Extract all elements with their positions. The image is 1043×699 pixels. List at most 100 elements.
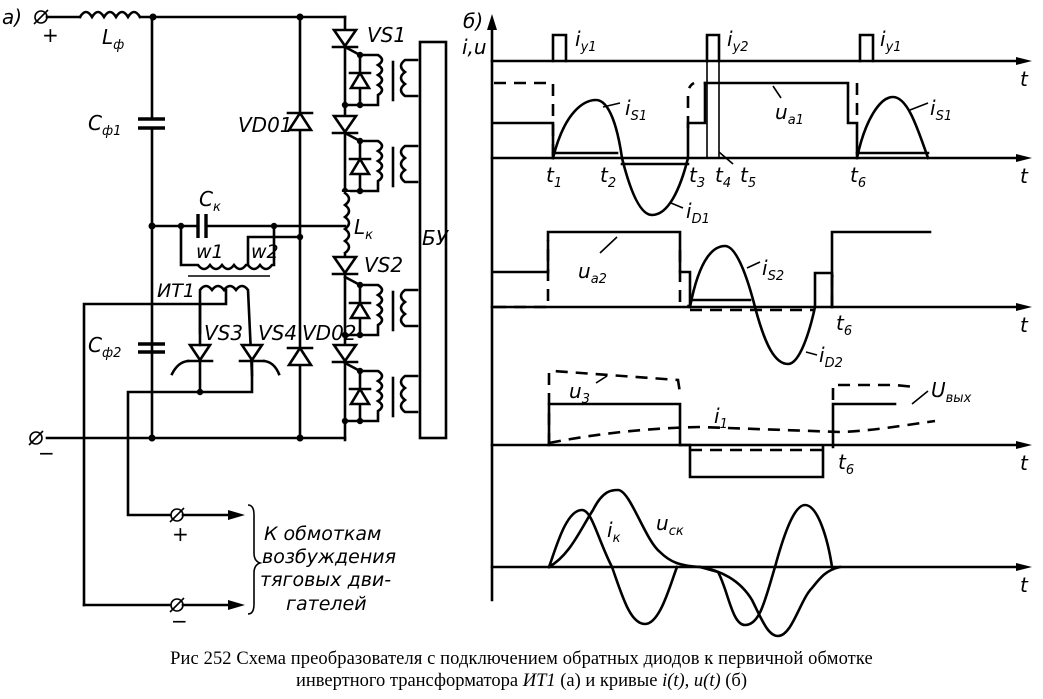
x-axis-label-3: t (1020, 313, 1029, 337)
label-iy1-b: iу1 (880, 27, 902, 55)
series-dashed-upper (494, 81, 555, 158)
panel-vs1: iS1 iD1 uа1 iS1 t1 t2 t3 t4 t5 t6 (492, 61, 952, 227)
x-axis-label-5: t (1020, 573, 1029, 597)
tick-t4: t4 (715, 163, 731, 191)
pulse-iy2 (705, 33, 721, 63)
terminal-minus-label: − (38, 441, 55, 465)
time-axis-arrow-1 (1016, 57, 1032, 65)
tick-t5: t5 (740, 163, 756, 191)
panel-output: u3 i1 Uвых t6 (547, 369, 972, 479)
output-plus-label: + (172, 522, 189, 546)
label-ua2: uа2 (578, 259, 607, 287)
panel-commutation: iк uск (547, 488, 842, 638)
tick-t3: t3 (689, 163, 705, 191)
series-uvyh-neg (678, 443, 825, 479)
time-axis-arrow-4 (1016, 441, 1032, 449)
output-note-line-1: К обмоткам (264, 523, 381, 545)
commutation-inductor (342, 191, 351, 255)
cf2-label: Cф2 (88, 333, 121, 361)
series-id2 (753, 305, 817, 366)
circuit-schematic: а) + Lф Cф1 Cф2 VD01 VD02 (2, 5, 450, 633)
output-minus-terminal: − (82, 597, 245, 633)
series-is1-b (855, 95, 930, 160)
label-uvyh: Uвых (931, 378, 972, 406)
output-brace (247, 504, 263, 615)
time-axis-arrow-3 (1016, 303, 1032, 311)
label-is1-b: iS1 (930, 96, 952, 124)
y-axis-label: i,u (462, 35, 487, 59)
control-block-bu (418, 40, 448, 440)
label-i1: i1 (714, 404, 728, 432)
x-axis-label-2: t (1020, 164, 1029, 188)
pulse-iy1-b (858, 33, 875, 63)
tick-t6-vs2: t6 (836, 311, 852, 339)
input-minus-terminal: − (28, 430, 55, 465)
series-i1 (548, 419, 936, 445)
vs4-label: VS4 (258, 321, 297, 345)
tick-t1: t1 (546, 163, 562, 191)
output-note: К обмоткам возбуждения тяговых дви- гате… (260, 523, 396, 615)
w1-label: w1 (196, 241, 224, 263)
series-ua1-left (492, 121, 555, 160)
pulse-iy1-a (551, 33, 568, 63)
figure-canvas: а) + Lф Cф1 Cф2 VD01 VD02 (2, 5, 1032, 638)
filter-inductor (78, 10, 142, 20)
label-iy2: iу2 (727, 27, 749, 55)
label-iy1-a: iу1 (575, 27, 597, 55)
label-is2: iS2 (762, 256, 784, 284)
label-id1: iD1 (686, 199, 710, 227)
lf-label: Lф (102, 25, 124, 53)
thyristor-vs1-group: VS1 (331, 23, 406, 135)
series-uvyh-a (547, 402, 682, 447)
label-id2: iD2 (819, 343, 843, 371)
label-ua1: uа1 (775, 100, 804, 128)
output-minus-label: − (171, 609, 188, 633)
input-plus-terminal: + (33, 9, 59, 47)
series-ik-2 (698, 503, 834, 627)
y-axis-arrow (487, 14, 497, 30)
w2-label: w2 (251, 241, 279, 263)
series-uvyh-b (831, 402, 897, 449)
panel-control-pulses: iу1 iу2 iу1 (551, 27, 902, 63)
output-note-line-3: тяговых дви- (260, 569, 391, 591)
time-axis-arrow-2 (1016, 154, 1032, 162)
tick-t6-output: t6 (838, 450, 854, 478)
panel-vs2: uа2 iS2 iD2 t6 (492, 230, 932, 371)
series-id1 (620, 156, 690, 217)
cf1-label: Cф1 (88, 111, 121, 139)
it1-label: ИТ1 (157, 280, 195, 302)
figure-caption: Рис 252 Схема преобразователя с подключе… (0, 648, 1043, 692)
series-uck-2 (698, 565, 842, 638)
x-axis-label-1: t (1020, 67, 1029, 91)
tick-t2: t2 (600, 163, 616, 191)
snubber-blocks (341, 45, 419, 425)
series-ua2 (492, 230, 692, 309)
series-ua1 (703, 81, 859, 160)
series-ik (547, 508, 679, 626)
vs1-label: VS1 (367, 23, 406, 47)
caption-line-2: инвертного трансформатора ИТ1 (а) и крив… (296, 671, 747, 691)
series-is2 (688, 244, 757, 309)
terminal-plus-label: + (42, 23, 59, 47)
bu-label: БУ (422, 226, 450, 250)
label-is1-a: iS1 (625, 96, 647, 124)
vs3-label: VS3 (204, 321, 243, 345)
vd01-label: VD01 (238, 113, 293, 137)
part-b-label: б) (463, 9, 483, 33)
label-uck: uск (656, 511, 684, 539)
time-axis-arrow-5 (1016, 563, 1032, 571)
label-ik: iк (607, 518, 621, 546)
caption-line-1: Рис 252 Схема преобразователя с подключе… (170, 649, 873, 669)
series-is1-a (551, 98, 624, 160)
output-plus-terminal: + (169, 507, 245, 546)
vs2-label: VS2 (364, 253, 403, 277)
lk-label: Lк (354, 215, 373, 243)
x-axis-label-4: t (1020, 451, 1029, 475)
output-note-line-2: возбуждения (262, 546, 396, 568)
part-a-label: а) (2, 5, 22, 29)
label-u3: u3 (569, 379, 590, 407)
ck-label: Cк (199, 187, 221, 215)
vd02-label: VD02 (302, 321, 357, 345)
waveform-chart: б) i,u t t t t t iу1 iу2 iу1 (462, 9, 1032, 638)
tick-t6: t6 (850, 163, 866, 191)
